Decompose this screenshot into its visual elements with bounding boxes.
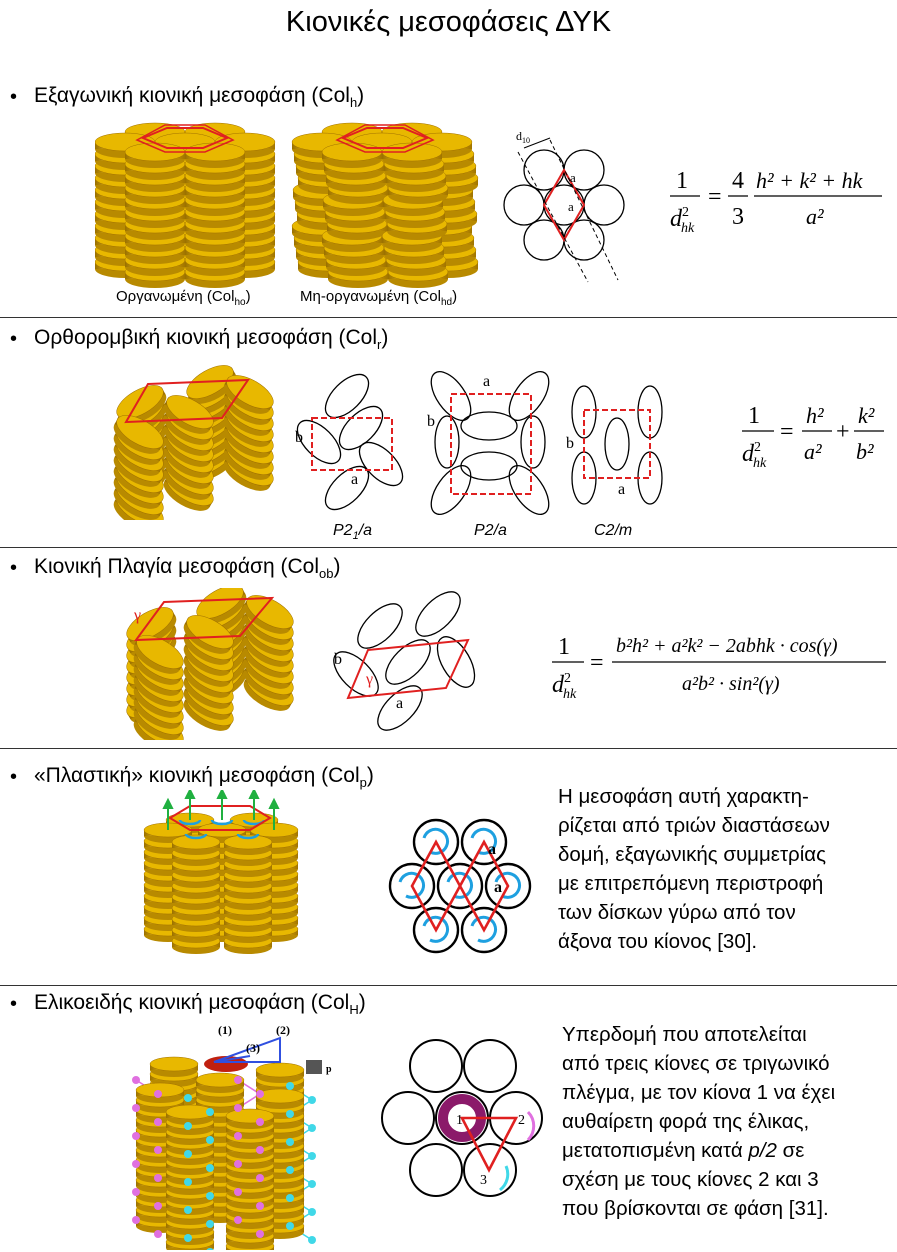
f1-expr-bot: a² xyxy=(806,204,824,229)
label-col-2: 2 xyxy=(518,1113,525,1128)
disk xyxy=(124,142,186,168)
disk xyxy=(149,1056,199,1077)
label-col-3: 3 xyxy=(480,1173,487,1188)
f1-num: 4 xyxy=(732,168,744,194)
rectangular-columns-illustration xyxy=(113,365,274,520)
label-a-mid: a xyxy=(568,199,574,214)
p2a-diagram: b a xyxy=(427,371,550,515)
label-b: b xyxy=(295,429,303,446)
caption-disordered: Μη-οργανωμένη (Colhd) xyxy=(300,288,458,308)
label-n2: (2) xyxy=(276,1023,290,1037)
label-a-top: a xyxy=(570,170,576,185)
section-heading-plastic: «Πλαστική» κιονική μεσοφάση (Colp) xyxy=(34,764,374,791)
bullet: • xyxy=(10,993,18,1015)
group-label-p2a: P2/a xyxy=(474,522,507,539)
f3-eq: = xyxy=(590,650,604,676)
disk xyxy=(223,834,273,855)
group-label-c2m: C2/m xyxy=(594,522,633,539)
f3-top: b²h² + a²k² − 2abhk · cos(γ) xyxy=(616,635,838,657)
helical-lattice-diagram: 1 2 3 xyxy=(381,1039,543,1197)
label-a-2: a xyxy=(494,879,502,896)
plastic-description: Η μεσοφάση αυτή χαρακτη- ρίζεται από τρι… xyxy=(558,785,830,953)
label-col-1: 1 xyxy=(456,1113,463,1128)
disk xyxy=(321,142,383,168)
section-heading-rectangular: Ορθορομβική κιονική μεσοφάση (Colr) xyxy=(34,326,389,353)
hexagonal-lattice-diagram: d10 a a xyxy=(503,129,625,283)
label-p: p xyxy=(326,1064,332,1075)
divider xyxy=(0,985,897,986)
helical-description: Υπερδομή που αποτελείται από τρεις κίονε… xyxy=(562,1023,836,1220)
plastic-columns-illustration xyxy=(143,790,299,954)
label-b: b xyxy=(427,413,435,430)
disk xyxy=(243,595,294,634)
oblique-lattice-diagram: b γ a xyxy=(333,591,476,731)
c2m-diagram: b a xyxy=(566,385,663,505)
divider xyxy=(0,317,897,318)
divider xyxy=(0,748,897,749)
label-b: b xyxy=(566,435,574,452)
label-d10: d10 xyxy=(516,129,530,145)
page-title: Κιονικές μεσοφάσεις ΔΥΚ xyxy=(285,6,612,38)
f1-eq: = xyxy=(708,184,722,210)
disk xyxy=(381,142,443,168)
f2-eq: = xyxy=(780,419,794,445)
disk xyxy=(165,1104,215,1125)
caption-ordered: Οργανωμένη (Colho) xyxy=(116,288,251,308)
label-n1: (1) xyxy=(218,1023,232,1037)
bullet: • xyxy=(10,766,18,788)
f1-expr-top: h² + k² + hk xyxy=(756,168,864,193)
f2-plus: + xyxy=(836,419,850,445)
disk xyxy=(255,1062,305,1083)
plastic-lattice-diagram: a a xyxy=(388,818,532,954)
disk xyxy=(195,1072,245,1093)
label-a: a xyxy=(351,471,358,488)
f2-t1: h² xyxy=(806,403,824,428)
f1-one: 1 xyxy=(676,168,688,194)
label-a-1: a xyxy=(488,841,496,858)
disk xyxy=(163,395,214,434)
divider xyxy=(0,547,897,548)
f2-one: 1 xyxy=(748,403,760,429)
section-heading-oblique: Κιονική Πλαγία μεσοφάση (Colob) xyxy=(34,555,341,582)
f2-b1: a² xyxy=(804,439,822,464)
disk xyxy=(225,1108,275,1129)
disk xyxy=(184,142,246,168)
label-gamma: γ xyxy=(365,671,373,688)
label-a: a xyxy=(618,481,625,498)
label-n3: (3) xyxy=(246,1041,260,1055)
bullet: • xyxy=(10,328,18,350)
disk xyxy=(133,635,184,674)
p21a-diagram: b a xyxy=(295,373,404,511)
disk xyxy=(255,1088,305,1109)
disk xyxy=(116,385,167,424)
disk xyxy=(171,834,221,855)
section-heading-hexagonal: Εξαγωνική κιονική μεσοφάση (Colh) xyxy=(34,84,365,111)
disk xyxy=(113,415,164,454)
f2-b2: b² xyxy=(856,439,874,464)
f1-den: 3 xyxy=(732,204,744,230)
oblique-columns-illustration: γ xyxy=(126,588,294,740)
f3-bot: a²b² · sin²(γ) xyxy=(682,673,780,695)
bullet: • xyxy=(10,86,18,108)
label-a: a xyxy=(483,373,490,390)
label-a: a xyxy=(396,695,403,712)
bullet: • xyxy=(10,557,18,579)
section-heading-helical: Ελικοειδής κιονική μεσοφάση (ColH) xyxy=(34,991,366,1018)
group-label-p21a: P21/a xyxy=(333,522,373,543)
label-b: b xyxy=(334,651,342,668)
label-gamma-illustration: γ xyxy=(133,607,141,624)
f2-t2: k² xyxy=(858,403,875,428)
hexagonal-columns-illustration xyxy=(95,122,479,288)
f3-one: 1 xyxy=(558,634,570,660)
helical-columns-illustration: (1) (2) (3) p xyxy=(132,1023,332,1250)
disk xyxy=(223,375,274,414)
